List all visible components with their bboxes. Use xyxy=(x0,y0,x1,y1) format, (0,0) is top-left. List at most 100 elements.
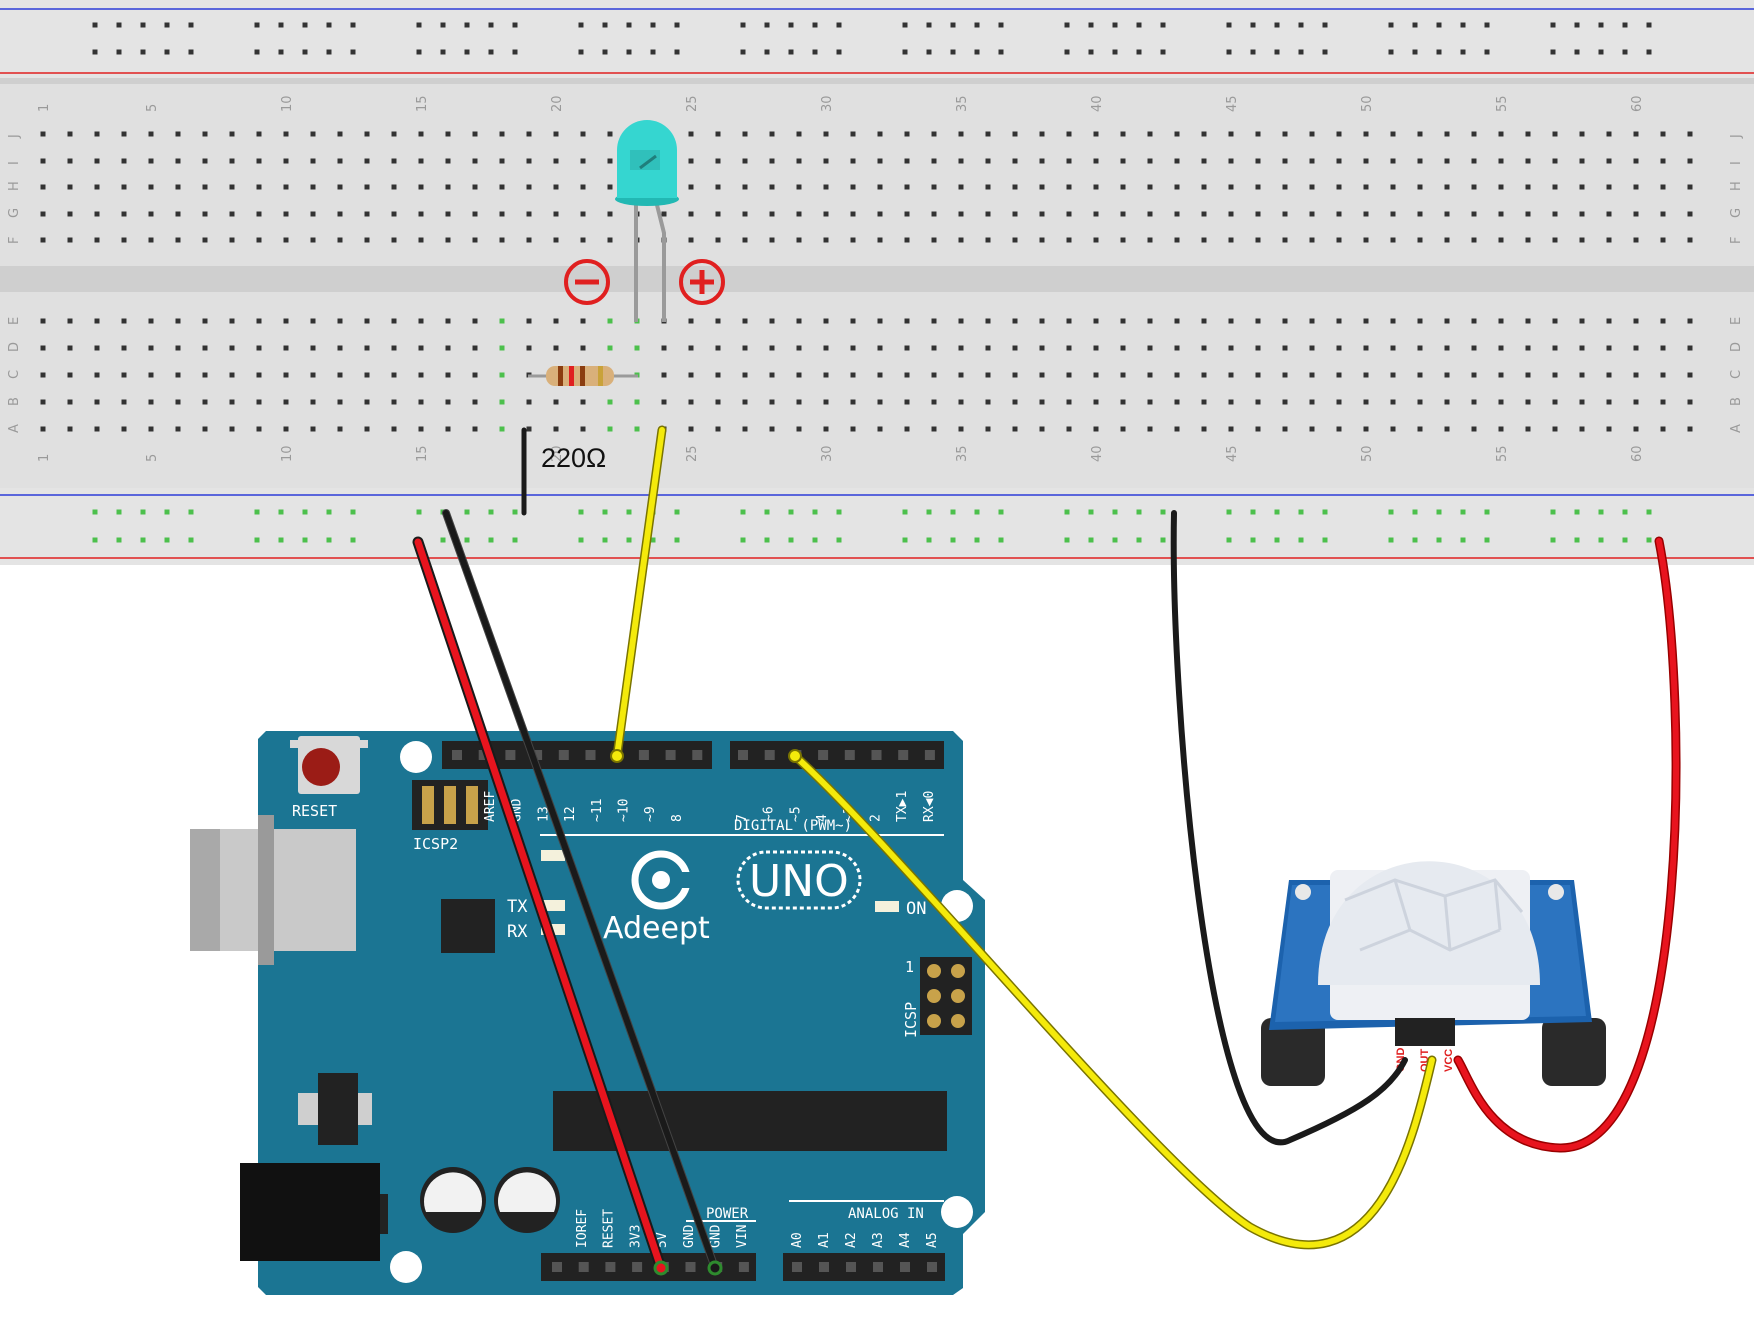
rail-hole xyxy=(1226,509,1232,515)
breadboard-hole xyxy=(526,399,532,405)
breadboard-hole xyxy=(1012,399,1018,405)
led-anode-leg xyxy=(655,204,666,322)
column-number: 60 xyxy=(1630,445,1645,462)
breadboard-hole xyxy=(1633,131,1639,137)
breadboard-hole xyxy=(1201,318,1207,324)
breadboard-hole xyxy=(877,184,883,190)
breadboard-hole xyxy=(985,211,991,217)
breadboard-hole xyxy=(958,399,964,405)
breadboard-hole xyxy=(364,426,370,432)
breadboard-hole xyxy=(985,131,991,137)
rail-hole xyxy=(1388,509,1394,515)
breadboard-hole xyxy=(418,399,424,405)
breadboard-hole xyxy=(1525,237,1531,243)
led[interactable] xyxy=(564,120,725,322)
rail-hole xyxy=(1574,22,1580,28)
breadboard-hole xyxy=(769,426,775,432)
rail-hole xyxy=(1550,509,1556,515)
rail-hole xyxy=(1484,49,1490,55)
rail-hole xyxy=(488,22,494,28)
breadboard-hole xyxy=(364,345,370,351)
breadboard-hole xyxy=(1309,399,1315,405)
breadboard-hole xyxy=(877,372,883,378)
breadboard-hole xyxy=(1066,237,1072,243)
breadboard-hole xyxy=(67,237,73,243)
rail-hole xyxy=(1322,49,1328,55)
breadboard-hole xyxy=(1687,372,1693,378)
breadboard-hole xyxy=(1525,426,1531,432)
rail-hole xyxy=(1622,49,1628,55)
breadboard-hole xyxy=(1309,318,1315,324)
power-label: POWER xyxy=(706,1206,749,1222)
rail-hole xyxy=(350,537,356,543)
breadboard-hole xyxy=(1606,211,1612,217)
breadboard-hole xyxy=(553,131,559,137)
breadboard-hole xyxy=(202,345,208,351)
breadboard-hole xyxy=(526,237,532,243)
row-letter: E xyxy=(1729,317,1744,325)
breadboard-hole xyxy=(553,345,559,351)
breadboard-hole xyxy=(1228,158,1234,164)
mounting-hole xyxy=(941,1196,973,1228)
rail-hole xyxy=(1064,509,1070,515)
breadboard-hole xyxy=(1552,318,1558,324)
row-letter: G xyxy=(7,208,22,218)
breadboard-hole xyxy=(580,345,586,351)
black-wire-pir-gnd[interactable] xyxy=(1170,510,1408,1146)
column-number: 20 xyxy=(550,95,565,112)
rail-hole xyxy=(650,49,656,55)
breadboard-hole xyxy=(229,372,235,378)
breadboard-hole xyxy=(1282,184,1288,190)
rail-hole xyxy=(254,509,260,515)
rail-hole xyxy=(1598,22,1604,28)
header-pin xyxy=(846,1262,856,1272)
breadboard-hole xyxy=(715,158,721,164)
row-letter: F xyxy=(1729,237,1744,244)
breadboard-hole xyxy=(1633,184,1639,190)
breadboard-hole xyxy=(1120,399,1126,405)
rail-hole xyxy=(1088,509,1094,515)
breadboard-hole xyxy=(1417,184,1423,190)
breadboard-hole xyxy=(1660,131,1666,137)
breadboard-hole xyxy=(823,318,829,324)
breadboard-hole xyxy=(310,131,316,137)
breadboard-hole xyxy=(526,211,532,217)
rail-hole xyxy=(1550,22,1556,28)
breadboard-hole xyxy=(445,211,451,217)
pin-label: A1 xyxy=(817,1232,832,1248)
rail-hole xyxy=(740,537,746,543)
breadboard-hole xyxy=(1201,345,1207,351)
rail-hole xyxy=(974,537,980,543)
icsp-pin xyxy=(927,989,941,1003)
breadboard-hole xyxy=(418,345,424,351)
breadboard-hole xyxy=(1228,211,1234,217)
breadboard-hole xyxy=(958,131,964,137)
breadboard-hole xyxy=(40,399,46,405)
rail-hole xyxy=(950,509,956,515)
breadboard-hole xyxy=(1228,345,1234,351)
breadboard-hole xyxy=(1660,211,1666,217)
rail-hole xyxy=(188,22,194,28)
reset-button[interactable] xyxy=(290,736,368,794)
breadboard-hole xyxy=(1336,211,1342,217)
breadboard-hole xyxy=(1444,345,1450,351)
breadboard-hole xyxy=(418,318,424,324)
column-number: 10 xyxy=(280,95,295,112)
breadboard-hole xyxy=(850,372,856,378)
breadboard-hole xyxy=(1471,372,1477,378)
breadboard-hole xyxy=(337,318,343,324)
breadboard-hole xyxy=(283,426,289,432)
breadboard-hole xyxy=(1255,131,1261,137)
breadboard-hole xyxy=(823,184,829,190)
breadboard-hole xyxy=(229,237,235,243)
breadboard-hole xyxy=(1633,372,1639,378)
resistor[interactable]: 220Ω xyxy=(528,366,638,473)
rail-hole xyxy=(788,537,794,543)
breadboard-hole xyxy=(175,345,181,351)
breadboard-hole xyxy=(256,345,262,351)
breadboard-hole xyxy=(634,399,640,405)
breadboard-hole xyxy=(499,211,505,217)
breadboard-hole xyxy=(1606,131,1612,137)
breadboard-hole xyxy=(1444,158,1450,164)
breadboard-hole xyxy=(1498,184,1504,190)
